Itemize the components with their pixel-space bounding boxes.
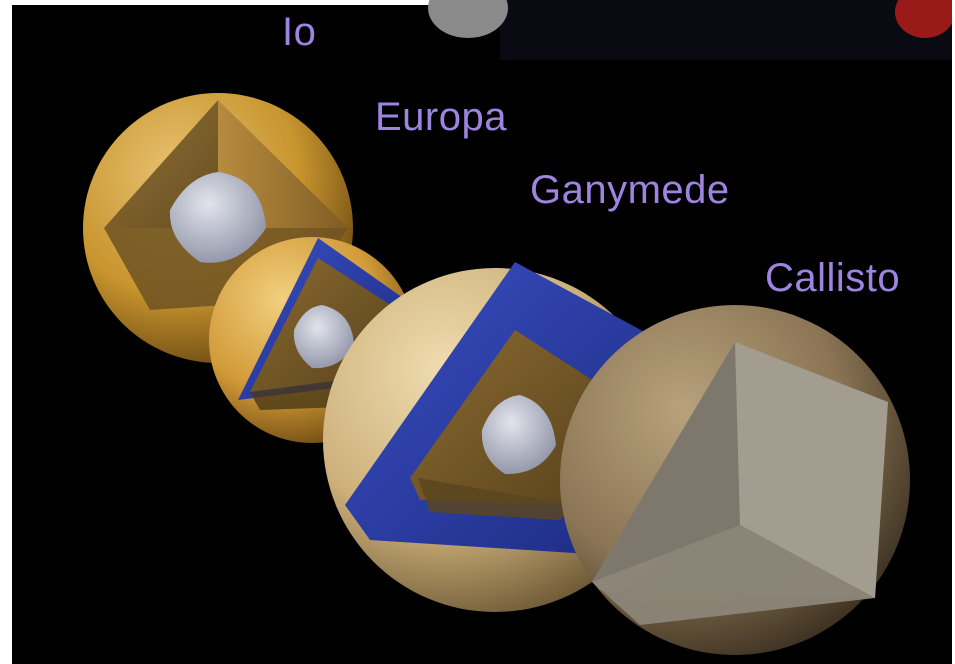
partial-moon-top-center — [428, 0, 508, 38]
io-label: Io — [282, 10, 316, 55]
callisto-label: Callisto — [765, 256, 900, 301]
europa-label: Europa — [375, 95, 507, 140]
ganymede-label: Ganymede — [530, 168, 730, 213]
image-border-left — [0, 0, 12, 664]
callisto-cutaway — [560, 305, 910, 655]
partial-moon-top-right — [895, 0, 955, 38]
